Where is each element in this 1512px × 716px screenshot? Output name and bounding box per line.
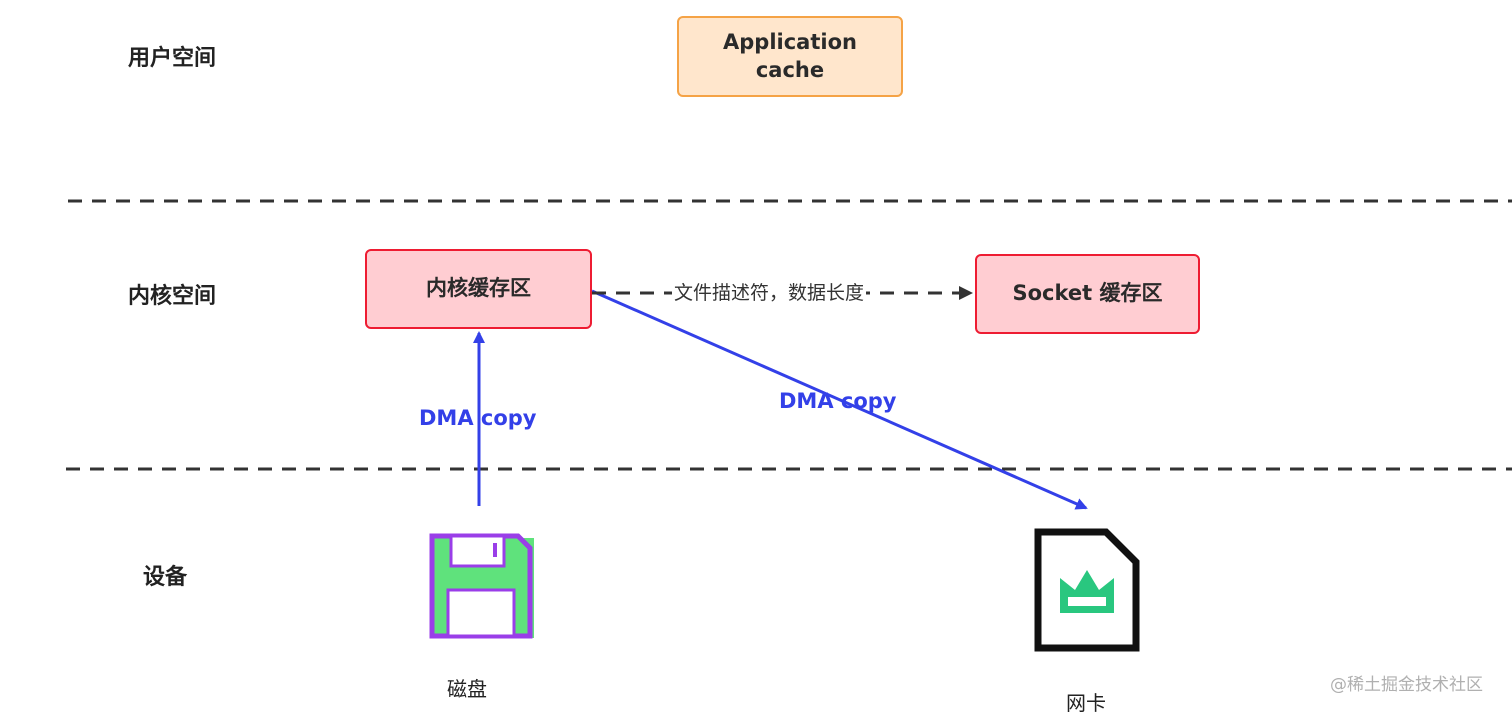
disk-dma-copy-label: DMA copy — [419, 406, 537, 430]
layer-label-user-space: 用户空间 — [128, 46, 217, 71]
layer-label-device: 设备 — [143, 565, 188, 590]
nic-dma-copy-label: DMA copy — [779, 389, 897, 413]
layer-label-kernel-space: 内核空间 — [128, 284, 217, 309]
disk-label: 磁盘 — [447, 677, 487, 701]
application-cache-label: Application cache — [723, 30, 857, 82]
socket-buffer-node: Socket 缓存区 — [975, 254, 1200, 334]
application-cache-node: Application cache — [677, 16, 903, 97]
file-descriptor-edge-label: 文件描述符，数据长度 — [672, 282, 867, 304]
socket-buffer-label: Socket 缓存区 — [1012, 281, 1163, 306]
floppy-disk-icon — [429, 533, 534, 639]
kernel-to-nic-arrow — [591, 289, 1088, 510]
network-card-icon — [1034, 528, 1140, 652]
watermark: @稀土掘金技术社区 — [1330, 675, 1483, 695]
kernel-buffer-label: 内核缓存区 — [426, 276, 531, 301]
kernel-buffer-node: 内核缓存区 — [365, 249, 592, 329]
nic-label: 网卡 — [1066, 691, 1106, 715]
